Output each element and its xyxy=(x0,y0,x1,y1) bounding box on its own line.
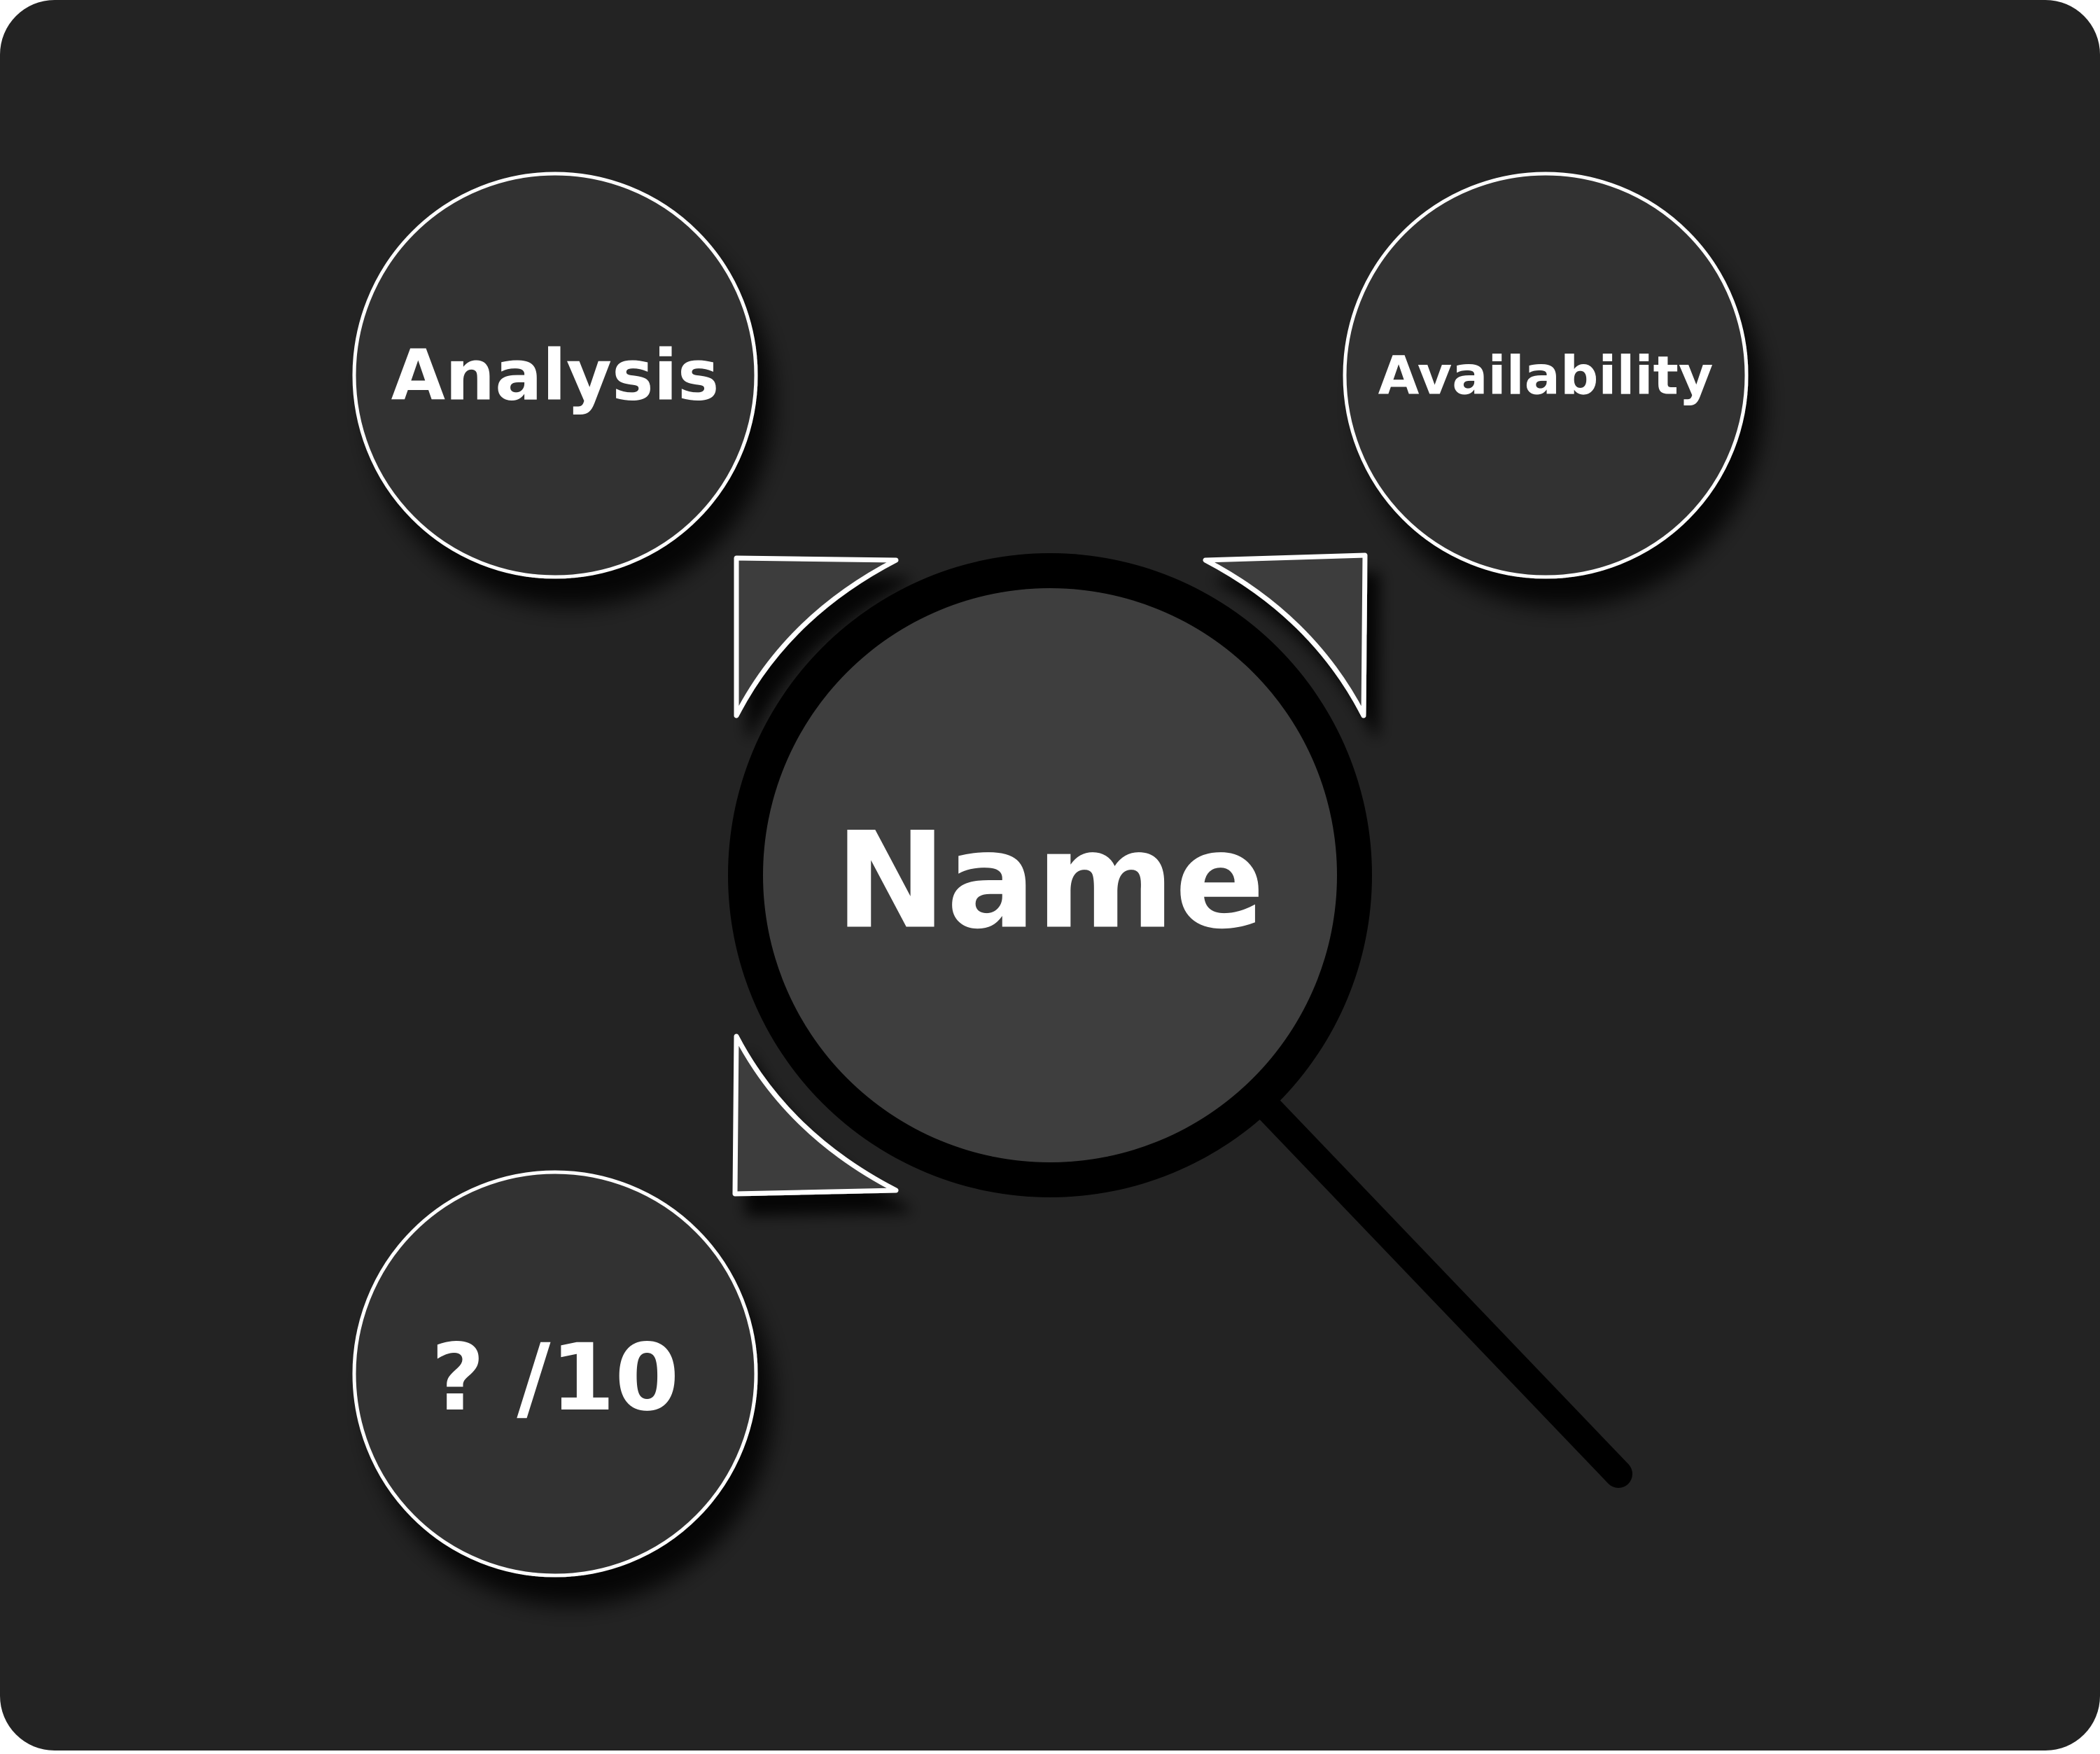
magnifier-handle xyxy=(1239,1078,1632,1488)
pointer-top-right xyxy=(1203,552,1368,718)
magnifier-lens xyxy=(763,588,1337,1162)
magnifying-glass-icon xyxy=(728,553,1372,1197)
node-label-availability: Availability xyxy=(1378,344,1714,407)
node-circle xyxy=(352,1170,758,1578)
node-circle xyxy=(1343,172,1749,579)
pointer-top-left xyxy=(734,555,899,718)
node-availability xyxy=(1343,172,1749,579)
node-analysis xyxy=(352,172,758,579)
pointer-bottom-left xyxy=(732,1033,899,1197)
node-rating xyxy=(352,1170,758,1578)
center-label: Name xyxy=(835,804,1265,959)
node-label-analysis: Analysis xyxy=(391,335,720,417)
node-label-rating: ? /10 xyxy=(431,1324,679,1432)
node-circle xyxy=(352,172,758,579)
